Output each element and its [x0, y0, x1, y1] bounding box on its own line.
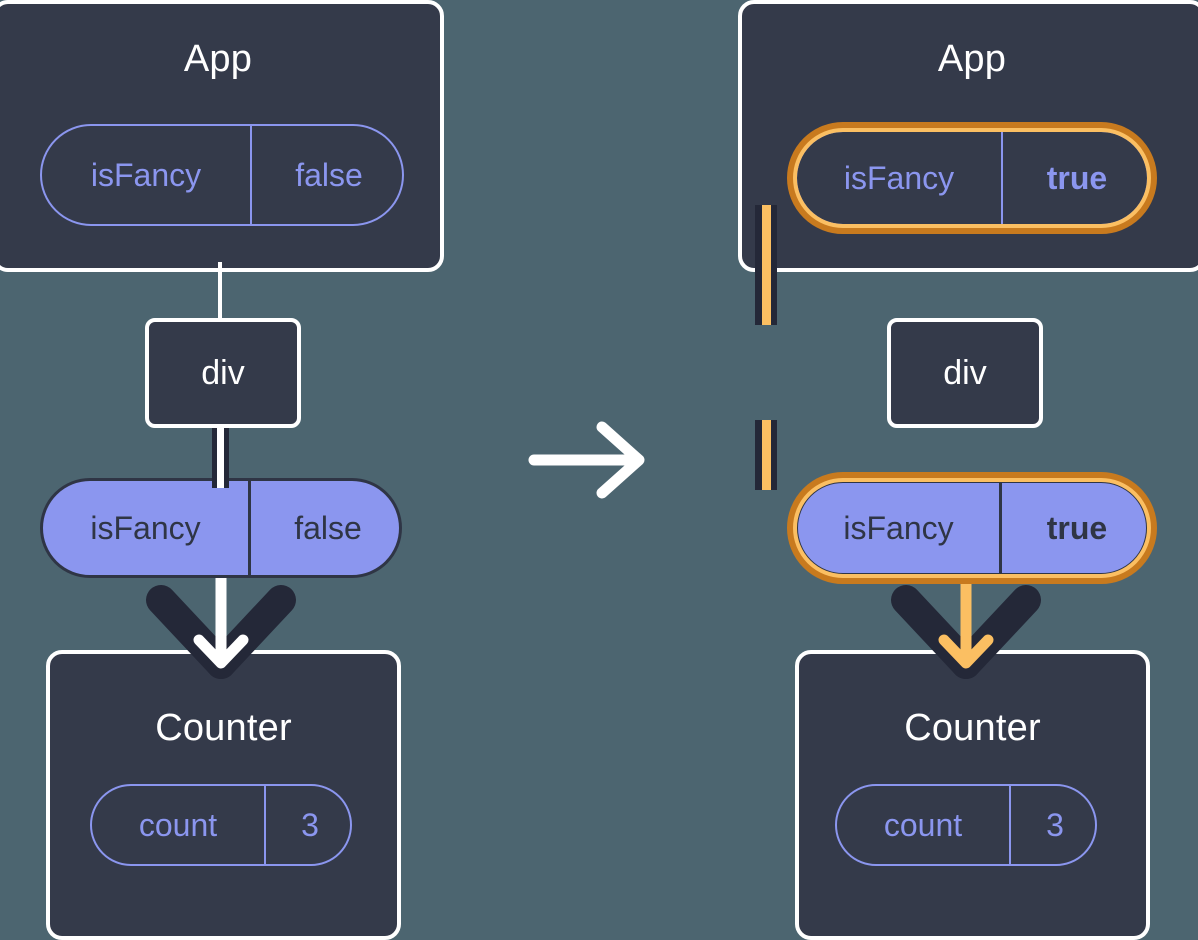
- connector-div-to-props-before-inner: [217, 418, 224, 488]
- fork-arrowhead-before: [193, 634, 249, 669]
- counter-state-pill-divider-before: [264, 786, 266, 864]
- counter-state-pill-name-before: count: [138, 806, 218, 843]
- connector-app-to-div-before: [218, 262, 222, 322]
- app-state-pill-before[interactable]: isFancy false: [40, 124, 404, 226]
- app-card-title-after: App: [937, 38, 1007, 80]
- app-state-pill-value-before: false: [295, 156, 363, 193]
- counter-state-pill-before[interactable]: count 3: [90, 784, 352, 866]
- counter-state-pill-divider-after: [1009, 786, 1011, 864]
- props-pill-before[interactable]: isFancy false: [40, 478, 402, 578]
- app-state-pill-name-after: isFancy: [843, 159, 955, 196]
- counter-state-pill-name-after: count: [883, 806, 963, 843]
- counter-state-pill-value-after: 3: [1046, 806, 1064, 843]
- props-pill-value-after: true: [1046, 509, 1108, 546]
- fork-arrowhead-after: [938, 634, 994, 669]
- div-node-after[interactable]: div: [887, 318, 1043, 428]
- transition-right-arrow-icon: [528, 421, 645, 499]
- after-state-panel: App isFancy true div isFancy: [599, 0, 1198, 940]
- connector-div-to-props-after-orange: [762, 420, 771, 490]
- props-pill-divider-after: [999, 483, 1002, 573]
- props-fork-arrow-after: [891, 578, 1041, 679]
- app-state-pill-value-after: true: [1046, 159, 1108, 196]
- div-node-before[interactable]: div: [145, 318, 301, 428]
- props-fork-arrow-before: [146, 578, 296, 679]
- div-node-label-before: div: [201, 353, 245, 392]
- app-state-pill-divider-before: [250, 126, 252, 224]
- connector-div-to-props-before: [212, 418, 217, 488]
- div-node-label-after: div: [943, 353, 987, 392]
- app-state-pill-name-before: isFancy: [90, 156, 202, 193]
- app-state-pill-after[interactable]: isFancy true: [795, 130, 1149, 226]
- counter-state-pill-after[interactable]: count 3: [835, 784, 1097, 866]
- connector-app-to-div-after-orange: [762, 205, 771, 325]
- app-card-title-before: App: [183, 38, 253, 80]
- before-state-panel: App isFancy false div isFancy false Coun…: [0, 0, 599, 940]
- props-pill-name-before: isFancy: [90, 509, 201, 546]
- props-pill-after[interactable]: isFancy true: [795, 480, 1149, 576]
- props-pill-name-after: isFancy: [843, 509, 954, 546]
- app-state-pill-divider-after: [1001, 132, 1003, 224]
- props-pill-value-before: false: [294, 509, 362, 546]
- counter-card-title-after: Counter: [904, 707, 1041, 749]
- connector-div-to-props-before-2: [224, 418, 229, 488]
- counter-card-title-before: Counter: [155, 707, 292, 749]
- props-pill-divider-before: [248, 481, 251, 575]
- counter-state-pill-value-before: 3: [301, 806, 319, 843]
